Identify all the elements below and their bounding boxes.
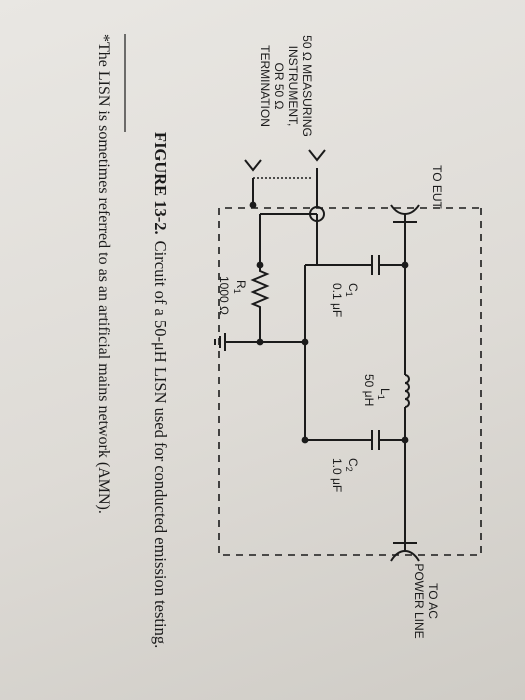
junction-node — [301, 436, 309, 444]
inductor-l1 — [404, 374, 410, 408]
capacitor-c2 — [371, 430, 380, 450]
label-to-ac-line1: TO AC — [426, 583, 440, 619]
figure-caption: FIGURE 13-2.Circuit of a 50-μH LISN used… — [151, 132, 170, 648]
label-l1: L1 50 μH — [362, 374, 392, 406]
ac-connector-icon — [390, 542, 420, 562]
svg-text:0.1 μF: 0.1 μF — [330, 283, 344, 317]
capacitor-c1 — [371, 255, 380, 275]
svg-text:C1: C1 — [344, 283, 360, 297]
label-measuring-line2: INSTRUMENT, — [286, 46, 300, 127]
dashed-enclosure — [218, 207, 482, 556]
svg-text:1000 Ω: 1000 Ω — [217, 276, 231, 315]
junction-node — [301, 338, 309, 346]
label-measuring-line4: TERMINATION — [258, 45, 272, 127]
eut-connector-icon — [390, 204, 420, 223]
svg-text:1.0 μF: 1.0 μF — [330, 458, 344, 492]
footnote-text: *The LISN is sometimes referred to as an… — [95, 34, 112, 514]
svg-text:C2: C2 — [344, 458, 360, 472]
svg-text:50 μH: 50 μH — [362, 374, 376, 406]
label-measuring-line1: 50 Ω MEASURING — [300, 35, 314, 137]
label-r1: R1 1000 Ω — [217, 276, 248, 315]
junction-node — [249, 201, 257, 209]
svg-text:L1: L1 — [376, 388, 392, 400]
svg-text:R1: R1 — [232, 280, 248, 294]
resistor-r1 — [250, 265, 270, 319]
label-to-ac-line2: POWER LINE — [412, 563, 426, 638]
label-to-eut: TO EUT — [430, 165, 444, 209]
label-c1: C1 0.1 μF — [330, 283, 360, 317]
ground-icon — [214, 333, 226, 351]
label-measuring-line3: OR 50 Ω — [272, 63, 286, 110]
measurement-connector-icon — [244, 149, 326, 207]
label-c2: C2 1.0 μF — [330, 458, 360, 492]
